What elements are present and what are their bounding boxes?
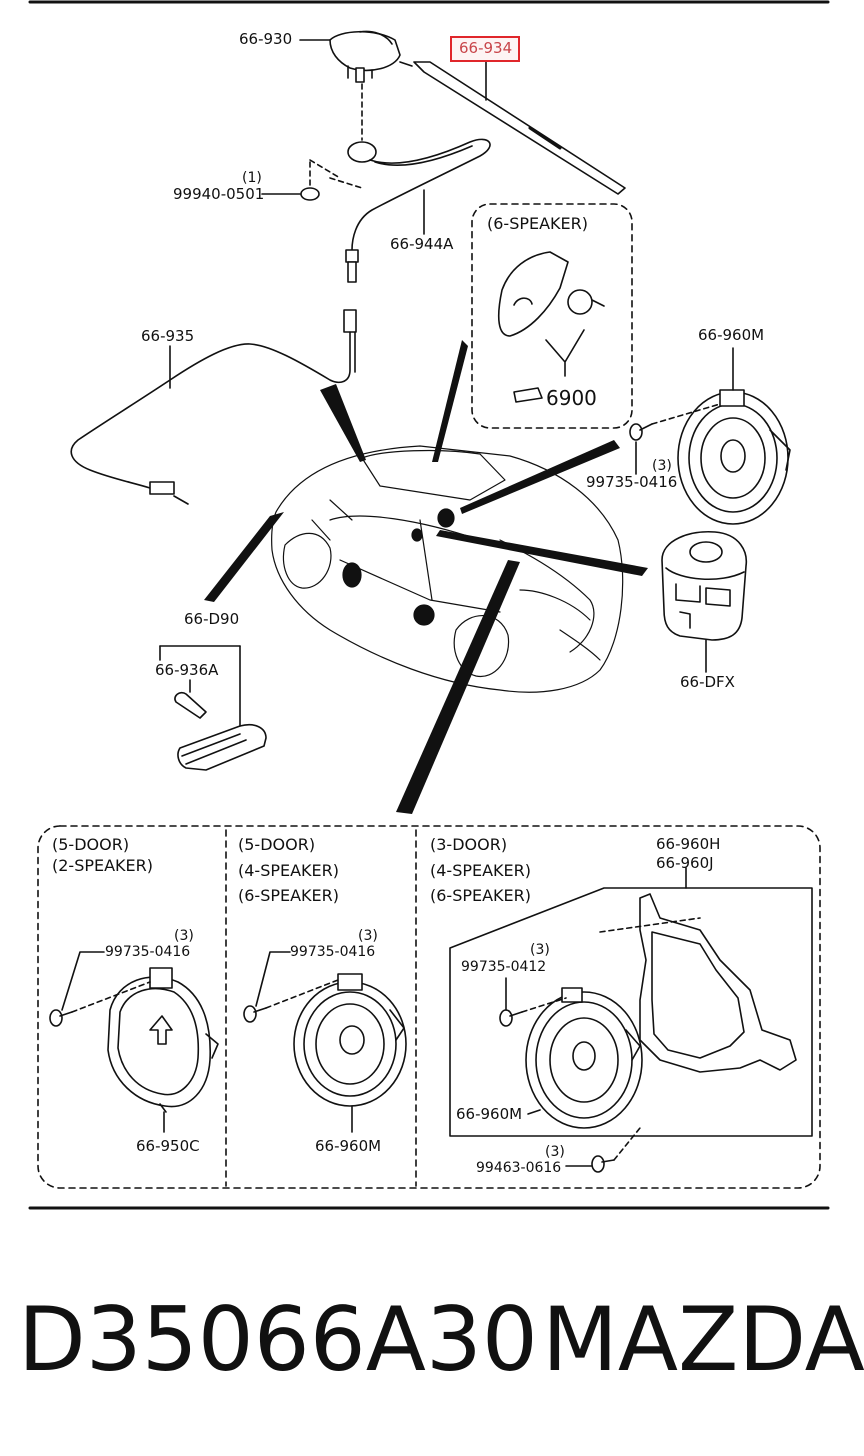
panel2-speaker: 66-960M (315, 1137, 382, 1155)
panel1-line2: (2-SPEAKER) (52, 856, 154, 875)
label-screw-part: 99940-0501 (173, 185, 265, 203)
panel2-bolt-qty: (3) (358, 928, 378, 944)
speaker-950c-icon (107, 967, 219, 1133)
module-dfx-icon (661, 530, 748, 673)
bolt-top-icon (629, 403, 721, 475)
highlight-box (450, 36, 520, 62)
panel3-bracket-a: 66-960H (656, 835, 721, 853)
panel2-bolt: 99735-0416 (290, 944, 376, 960)
label-antenna-mast[interactable]: 66-934 (459, 39, 513, 57)
panel3-screw-qty: (3) (545, 1144, 565, 1160)
speaker-top-icon (677, 347, 791, 525)
panel2-line1: (5-DOOR) (238, 835, 316, 854)
car-body-icon (271, 445, 624, 693)
footer-part-number: D35066A30 (18, 1288, 538, 1391)
speaker-panel2-icon (293, 973, 407, 1133)
leader-wedges (204, 340, 648, 814)
bracket-960h-icon (449, 867, 813, 1137)
lower-panel-frame (37, 825, 821, 1189)
label-connector-936a: 66-936A (155, 661, 219, 679)
bolt-panel3-icon (499, 977, 567, 1027)
panel2-line2: (4-SPEAKER) (238, 861, 340, 880)
label-speaker-top: 66-960M (698, 326, 765, 344)
label-module-dfx: 66-DFX (680, 673, 735, 691)
screw-panel3-icon (565, 1127, 641, 1173)
panel3-line2: (4-SPEAKER) (430, 861, 532, 880)
label-module-d90: 66-D90 (184, 610, 240, 628)
panel1-speaker: 66-950C (136, 1137, 200, 1155)
label-bolt-top: 99735-0416 (586, 473, 678, 491)
panel3-screw: 99463-0616 (476, 1160, 562, 1176)
label-antenna-base: 66-930 (239, 30, 293, 48)
speaker-panel3-icon (525, 917, 701, 1129)
panel1-line1: (5-DOOR) (52, 835, 130, 854)
panel3-bracket-b: 66-960J (656, 854, 714, 872)
panel1-bolt-qty: (3) (174, 928, 194, 944)
feeder-cable-icon (345, 138, 491, 283)
panel3-line3: (6-SPEAKER) (430, 886, 532, 905)
screw-99940-icon (261, 159, 363, 201)
bolt-panel1-icon (49, 951, 151, 1027)
footer-title: D35066A30 MAZDA (18, 1288, 864, 1400)
footer-brand: MAZDA (542, 1288, 864, 1391)
panel1-bolt: 99735-0416 (105, 944, 191, 960)
label-feeder-cable: 66-944A (390, 235, 454, 253)
label-screw-qty: (1) (242, 170, 262, 186)
tweeter-icon (497, 251, 605, 403)
label-six-speaker-title: (6-SPEAKER) (487, 214, 589, 233)
panel2-line3: (6-SPEAKER) (238, 886, 340, 905)
bolt-panel2-icon (243, 951, 339, 1023)
six-speaker-box (471, 203, 633, 429)
panel3-speaker: 66-960M (456, 1105, 523, 1123)
panel3-line1: (3-DOOR) (430, 835, 508, 854)
antenna-base-icon (299, 30, 401, 83)
panel3-bolt: 99735-0412 (461, 959, 547, 975)
main-cable-icon (70, 309, 357, 505)
panel3-bolt-qty: (3) (530, 942, 550, 958)
antenna-mast-icon (399, 61, 626, 195)
module-d90-icon (159, 645, 267, 771)
label-six-speaker-ref: 6900 (546, 386, 597, 410)
label-main-cable: 66-935 (141, 327, 195, 345)
label-bolt-qty-top: (3) (652, 458, 672, 474)
